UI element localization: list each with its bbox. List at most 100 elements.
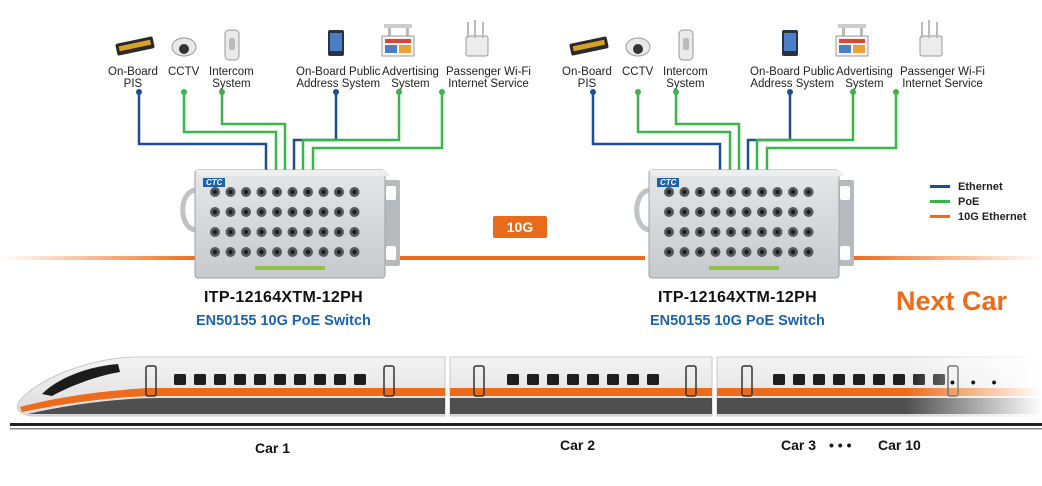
- m12-port-socket: [290, 249, 295, 255]
- next-car-label: Next Car: [896, 286, 1008, 316]
- m12-port-socket: [759, 209, 765, 215]
- cctv-dome-icon: [171, 37, 197, 57]
- m12-port-socket: [744, 209, 749, 215]
- m12-port-socket: [305, 249, 311, 255]
- m12-port-socket: [790, 209, 796, 215]
- m12-port-socket: [274, 209, 280, 215]
- m12-port-socket: [682, 229, 687, 235]
- m12-port-socket: [759, 189, 765, 195]
- m12-port-socket: [274, 189, 280, 195]
- m12-port-socket: [713, 189, 718, 195]
- train-window: [174, 374, 186, 385]
- m12-port-socket: [713, 229, 718, 235]
- train-window: [527, 374, 539, 385]
- switch-model-title: ITP-12164XTM-12PH: [658, 289, 817, 306]
- m12-port-socket: [666, 209, 672, 215]
- m12-port-socket: [697, 189, 703, 195]
- device-links-left: [137, 92, 444, 170]
- m12-port-socket: [228, 229, 233, 235]
- train-window: [294, 374, 306, 385]
- device-label-wifi: Passenger Wi-Fi Internet Service: [446, 66, 531, 90]
- status-led-strip: [255, 266, 325, 270]
- m12-port-socket: [775, 189, 780, 195]
- m12-port-socket: [666, 189, 672, 195]
- ten-g-badge: 10G: [493, 216, 547, 238]
- train-window: [627, 374, 639, 385]
- device-label-intercom: Intercom System: [209, 66, 254, 90]
- wifi-router-icon: [465, 20, 489, 57]
- m12-port-socket: [697, 249, 703, 255]
- status-led-strip: [709, 266, 779, 270]
- m12-port-socket: [321, 189, 326, 195]
- brand-logo: CTC: [203, 178, 226, 187]
- legend-item-poe: PoE: [930, 194, 1026, 209]
- legend-label: 10G Ethernet: [958, 210, 1027, 223]
- switch-subtitle: EN50155 10G PoE Switch: [196, 313, 371, 329]
- m12-port-socket: [713, 249, 718, 255]
- m12-port-socket: [274, 229, 280, 235]
- m12-port-socket: [728, 249, 734, 255]
- car-label-10: Car 10: [878, 437, 921, 453]
- m12-port-socket: [228, 189, 233, 195]
- m12-port-socket: [682, 249, 687, 255]
- m12-port-socket: [336, 209, 342, 215]
- train-window: [587, 374, 599, 385]
- m12-port-socket: [682, 189, 687, 195]
- m12-port-socket: [243, 249, 249, 255]
- brand-logo: CTC: [657, 178, 680, 187]
- train-window: [314, 374, 326, 385]
- m12-port-socket: [728, 229, 734, 235]
- train-window: [547, 374, 559, 385]
- m12-port-socket: [775, 249, 780, 255]
- m12-port-socket: [806, 249, 811, 255]
- m12-port-socket: [697, 209, 703, 215]
- train-window: [274, 374, 286, 385]
- m12-port-socket: [728, 189, 734, 195]
- train-window: [194, 374, 206, 385]
- switch-subtitle: EN50155 10G PoE Switch: [650, 313, 825, 329]
- m12-port-socket: [806, 229, 811, 235]
- pis-display-icon: [115, 36, 155, 56]
- m12-port-socket: [775, 229, 780, 235]
- m12-port-socket: [212, 229, 218, 235]
- m12-port-socket: [790, 189, 796, 195]
- m12-port-socket: [666, 229, 672, 235]
- device-label-advertising: Advertising System: [382, 66, 439, 90]
- m12-port-socket: [336, 249, 342, 255]
- car-label-1: Car 1: [255, 440, 291, 456]
- m12-port-socket: [290, 209, 295, 215]
- device-label-cctv: CCTV: [168, 66, 200, 78]
- m12-port-socket: [728, 209, 734, 215]
- m12-port-socket: [259, 189, 264, 195]
- m12-port-socket: [697, 229, 703, 235]
- m12-port-socket: [336, 189, 342, 195]
- device-label-pa: On-Board Public Address System: [296, 66, 381, 90]
- train-window: [647, 374, 659, 385]
- train-window: [607, 374, 619, 385]
- m12-port-socket: [806, 209, 811, 215]
- m12-port-socket: [290, 229, 295, 235]
- train-window: [567, 374, 579, 385]
- m12-port-socket: [352, 229, 357, 235]
- m12-port-socket: [212, 209, 218, 215]
- legend-item-10g: 10G Ethernet: [930, 209, 1026, 224]
- pa-tablet-icon: [328, 30, 344, 56]
- train-window: [334, 374, 346, 385]
- advertising-display-icon: [835, 24, 869, 57]
- m12-port-socket: [352, 189, 357, 195]
- switch-model-title: ITP-12164XTM-12PH: [204, 289, 363, 306]
- m12-port-socket: [682, 209, 687, 215]
- m12-port-socket: [305, 229, 311, 235]
- cctv-dome-icon: [625, 37, 651, 57]
- ten-g-backbone: [0, 256, 1042, 260]
- pis-display-icon: [569, 36, 609, 56]
- m12-port-socket: [290, 189, 295, 195]
- m12-port-socket: [212, 249, 218, 255]
- car-label-3: Car 3: [781, 437, 817, 453]
- train-window: [214, 374, 226, 385]
- m12-port-socket: [775, 209, 780, 215]
- advertising-display-icon: [381, 24, 415, 57]
- device-label-wifi: Passenger Wi-Fi Internet Service: [900, 66, 985, 90]
- car-range-dots: • • •: [829, 437, 852, 453]
